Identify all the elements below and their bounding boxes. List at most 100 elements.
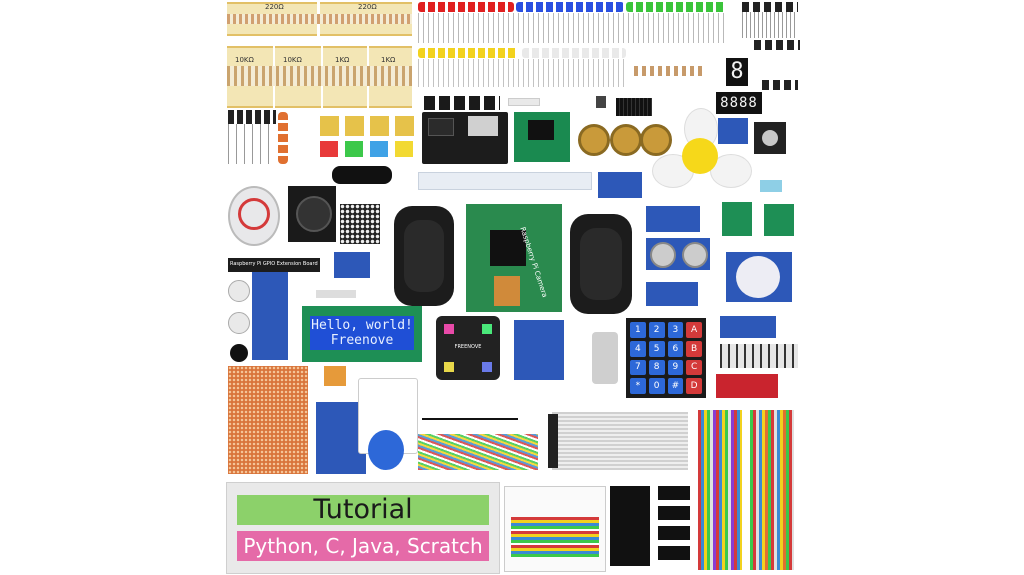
rotary-encoder xyxy=(754,122,786,154)
imu-module xyxy=(598,172,642,198)
prototype-pcb xyxy=(228,366,308,474)
resistor-row xyxy=(227,14,412,24)
pir-dome xyxy=(736,256,780,298)
battery-box xyxy=(610,486,650,566)
led-legs xyxy=(418,59,626,87)
diode-legs xyxy=(228,124,276,164)
gpio-extension-header: Raspberry Pi GPIO Extension Board xyxy=(228,258,320,272)
sound-sensor-module xyxy=(716,374,778,398)
extension-board-label: Raspberry Pi GPIO Extension Board xyxy=(230,261,318,267)
tutorial-subtitle: Python, C, Java, Scratch xyxy=(243,534,483,558)
speaker-left xyxy=(394,206,454,306)
dac-module xyxy=(764,204,794,236)
pir-sensor xyxy=(726,252,792,302)
camera-module: Raspberry Pi Camera xyxy=(466,204,562,312)
diode-row xyxy=(228,110,276,124)
resistor-label: 1KΩ xyxy=(335,56,350,64)
rfid-reader xyxy=(316,402,366,474)
joystick-cap xyxy=(296,196,332,232)
rgb-led xyxy=(482,324,492,334)
servo-motor xyxy=(334,252,370,278)
potentiometers xyxy=(578,124,672,160)
blue-led-row xyxy=(516,2,624,12)
usb-port xyxy=(468,116,498,136)
buzzer xyxy=(230,344,248,362)
keypad-key: D xyxy=(686,378,702,394)
keypad-key: 5 xyxy=(648,340,665,357)
blue-button-cap xyxy=(370,141,388,157)
battery-holder xyxy=(324,366,346,386)
single-digit-display: 8 xyxy=(726,58,748,86)
resistor-label: 10KΩ xyxy=(283,56,302,64)
speaker-right xyxy=(570,214,632,314)
transistor-legs xyxy=(742,12,798,38)
small-resistors xyxy=(634,66,704,76)
light-sensor-module xyxy=(514,320,564,380)
dc-jack xyxy=(428,118,454,136)
keypad-key: C xyxy=(686,359,702,376)
tutorial-title: Tutorial xyxy=(313,494,413,525)
rfid-keyfob xyxy=(368,430,404,470)
potentiometer-knob xyxy=(610,124,642,156)
lcd-module: Hello, world! Freenove xyxy=(302,306,422,362)
keypad-key: B xyxy=(686,340,702,357)
resistor-label: 1KΩ xyxy=(381,56,396,64)
keypad-key: # xyxy=(667,378,684,394)
green-button-cap xyxy=(345,141,363,157)
encoder-knob xyxy=(762,130,778,146)
sensor-module xyxy=(720,316,776,338)
led-legs xyxy=(418,13,726,43)
battery-snap-cable xyxy=(332,166,392,184)
led-bar-graph xyxy=(616,98,652,116)
product-photo: 220Ω 220Ω 10KΩ 10KΩ 1KΩ 1KΩ 8 8888 xyxy=(222,0,804,575)
ultrasonic-eye xyxy=(650,242,676,268)
resistor-label: 220Ω xyxy=(358,3,377,11)
ribbon-connector xyxy=(494,276,520,306)
ribbon-connector xyxy=(548,414,558,468)
four-digit-display: 8888 xyxy=(716,92,762,114)
color-code-table xyxy=(511,517,599,557)
keypad-key: 0 xyxy=(648,378,665,394)
tactile-buttons xyxy=(320,116,416,136)
keypad-key: 8 xyxy=(648,359,665,376)
lcd-line-2: Freenove xyxy=(330,333,394,348)
joystick-module xyxy=(288,186,336,242)
rgb-led xyxy=(508,98,540,106)
keypad-key: 6 xyxy=(667,340,684,357)
white-led-row xyxy=(522,48,626,58)
red-button-cap xyxy=(320,141,338,157)
keypad-key: A xyxy=(686,322,702,338)
driver-chip xyxy=(528,120,554,140)
rgb-led-board: FREENOVE xyxy=(436,316,500,380)
ribbon-strip xyxy=(418,172,592,190)
resistor-color-card xyxy=(504,486,606,572)
led-matrix xyxy=(340,204,380,244)
jumper-cable xyxy=(422,410,518,420)
pin-headers xyxy=(720,344,798,368)
motor-wires xyxy=(238,198,270,230)
ultrasonic-eye xyxy=(682,242,708,268)
jumper-wire-bundle xyxy=(418,434,538,470)
photoresistor xyxy=(228,312,250,334)
ceramic-capacitors xyxy=(278,112,288,164)
resistor-row xyxy=(227,66,412,86)
dupont-wires xyxy=(750,410,794,570)
lcd-screen: Hello, world! Freenove xyxy=(310,316,414,350)
transistor-row xyxy=(762,80,798,90)
temperature-sensor xyxy=(760,180,782,192)
keypad-key: * xyxy=(630,378,646,394)
servo-horns xyxy=(316,290,356,298)
keypad-key: 9 xyxy=(667,359,684,376)
camera-lens xyxy=(490,230,526,266)
ic-chips xyxy=(658,486,690,566)
stepper-motor xyxy=(228,186,280,246)
rgb-led xyxy=(444,324,454,334)
speaker-cone xyxy=(580,228,622,300)
slide-switch xyxy=(596,96,606,108)
fan-propeller xyxy=(652,108,752,198)
yellow-button-cap xyxy=(395,141,413,157)
keypad-key: 1 xyxy=(630,322,646,338)
transistor-row xyxy=(742,2,798,12)
red-led-row xyxy=(418,2,514,12)
